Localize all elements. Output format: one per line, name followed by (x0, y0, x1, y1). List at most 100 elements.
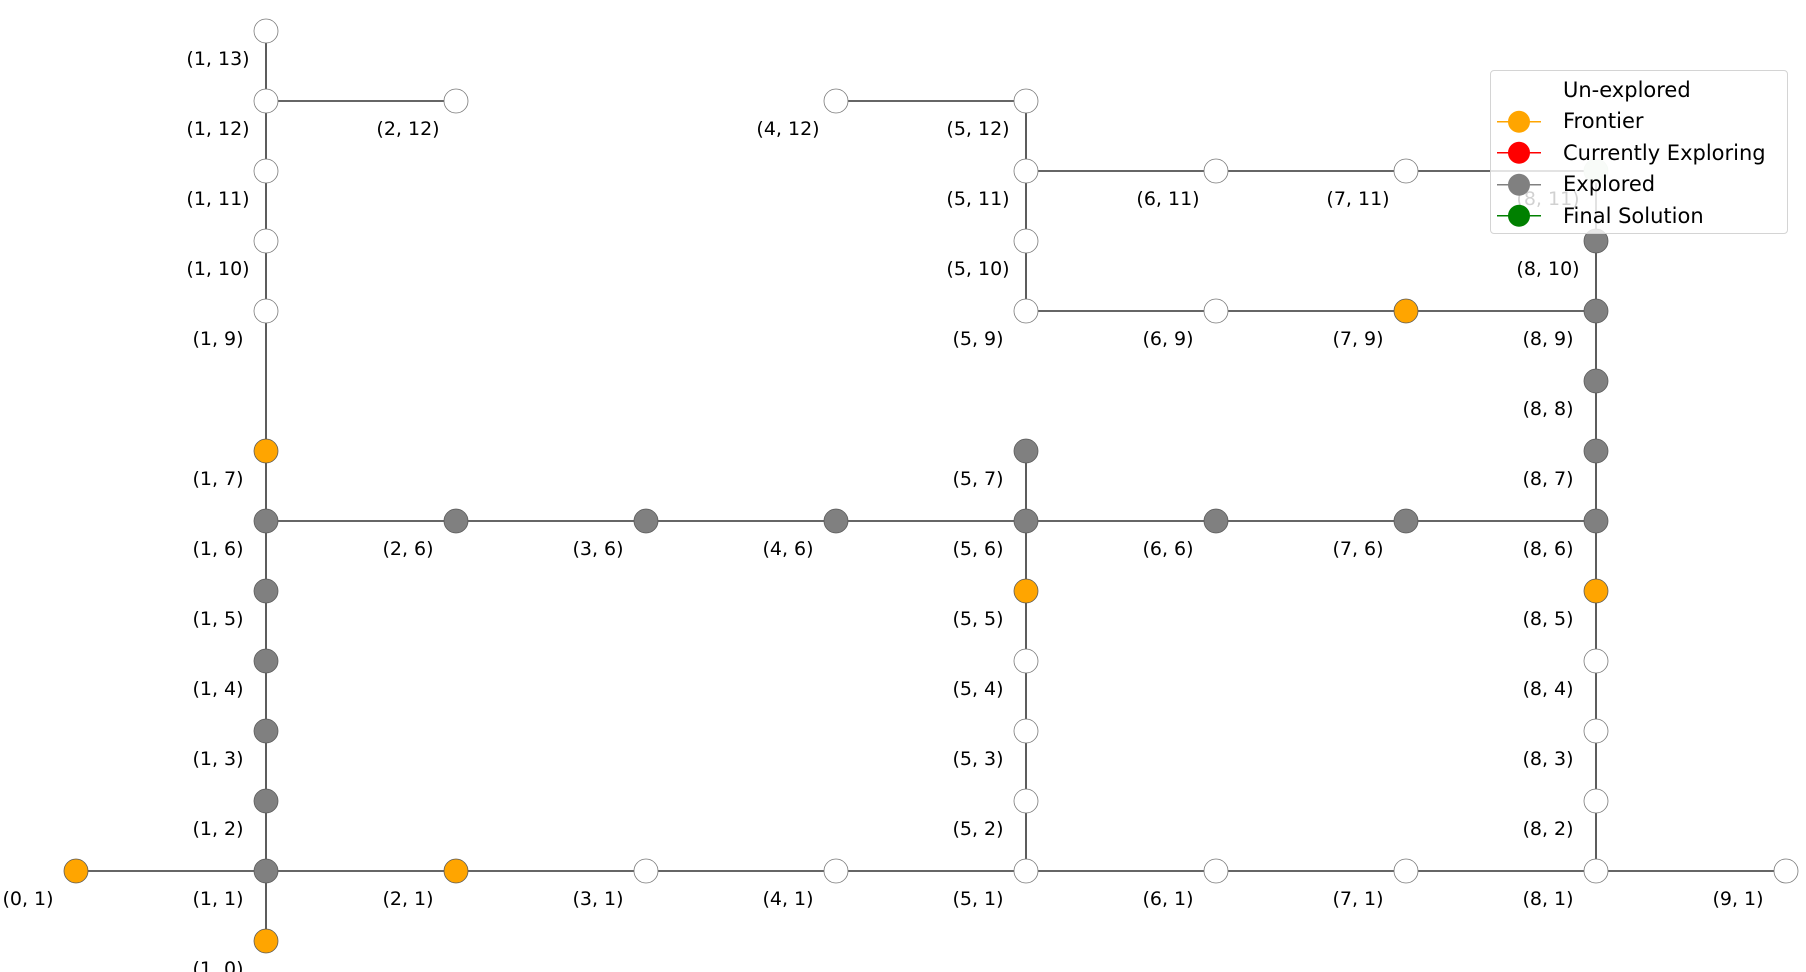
node-label: (2, 1) (382, 888, 433, 910)
node-label: (1, 7) (192, 468, 243, 490)
graph-node (1583, 788, 1609, 814)
graph-node (1203, 158, 1229, 184)
legend-dot (1508, 173, 1530, 196)
graph-node (1013, 788, 1039, 814)
node-label: (5, 9) (952, 328, 1003, 350)
node-label: (1, 2) (192, 818, 243, 840)
node-label: (1, 0) (192, 958, 243, 972)
graph-node (823, 508, 849, 534)
legend-item-final-solution: Final Solution (1491, 200, 1787, 232)
graph-node (443, 88, 469, 114)
node-label: (2, 12) (376, 118, 439, 140)
legend-dot (1508, 110, 1530, 133)
graph-node (63, 858, 89, 884)
node-label: (1, 4) (192, 678, 243, 700)
node-label: (8, 1) (1522, 888, 1573, 910)
legend-item-frontier: Frontier (1491, 106, 1787, 138)
legend-label-currently-exploring: Currently Exploring (1563, 140, 1766, 165)
node-label: (8, 8) (1522, 398, 1573, 420)
graph-node (443, 508, 469, 534)
graph-node (1203, 858, 1229, 884)
node-label: (5, 5) (952, 608, 1003, 630)
graph-node (253, 788, 279, 814)
graph-node (1583, 578, 1609, 604)
node-label: (7, 1) (1332, 888, 1383, 910)
legend-marker-unexplored (1497, 74, 1541, 106)
node-label: (8, 3) (1522, 748, 1573, 770)
graph-node (1393, 858, 1419, 884)
node-label: (1, 13) (186, 48, 249, 70)
graph-node (253, 298, 279, 324)
graph-node (633, 858, 659, 884)
graph-node (253, 18, 279, 44)
node-label: (7, 6) (1332, 538, 1383, 560)
graph-node (1013, 648, 1039, 674)
legend-item-unexplored: Un-explored (1491, 74, 1787, 106)
legend-marker-currently-exploring (1497, 141, 1541, 164)
node-label: (1, 6) (192, 538, 243, 560)
node-label: (8, 5) (1522, 608, 1573, 630)
graph-node (1013, 88, 1039, 114)
graph-node (1013, 508, 1039, 534)
node-label: (9, 1) (1712, 888, 1763, 910)
node-label: (2, 6) (382, 538, 433, 560)
legend-dot (1508, 141, 1530, 164)
node-label: (5, 6) (952, 538, 1003, 560)
node-label: (8, 4) (1522, 678, 1573, 700)
node-label: (1, 11) (186, 188, 249, 210)
graph-node (633, 508, 659, 534)
graph-node (1583, 508, 1609, 534)
node-label: (0, 1) (2, 888, 53, 910)
graph-node (1013, 438, 1039, 464)
graph-node (1013, 298, 1039, 324)
graph-node (1583, 368, 1609, 394)
node-label: (4, 1) (762, 888, 813, 910)
graph-node (1013, 228, 1039, 254)
node-label: (1, 1) (192, 888, 243, 910)
node-label: (8, 7) (1522, 468, 1573, 490)
node-label: (1, 10) (186, 258, 249, 280)
graph-node (1203, 508, 1229, 534)
node-label: (6, 1) (1142, 888, 1193, 910)
legend-label-explored: Explored (1563, 172, 1656, 197)
legend-item-currently-exploring: Currently Exploring (1491, 137, 1787, 169)
graph-node (253, 88, 279, 114)
graph-node (1393, 158, 1419, 184)
graph-node (1013, 718, 1039, 744)
node-label: (5, 10) (946, 258, 1009, 280)
legend-item-explored: Explored (1491, 169, 1787, 201)
graph-node (1583, 298, 1609, 324)
node-label: (1, 12) (186, 118, 249, 140)
graph-node (1583, 718, 1609, 744)
node-label: (8, 2) (1522, 818, 1573, 840)
graph-node (1013, 858, 1039, 884)
graph-node (253, 648, 279, 674)
graph-nodes (63, 18, 1799, 954)
graph-node (1013, 578, 1039, 604)
graph-node (823, 88, 849, 114)
graph-node (443, 858, 469, 884)
graph-node (1583, 438, 1609, 464)
graph-node (253, 508, 279, 534)
node-label: (8, 6) (1522, 538, 1573, 560)
graph-node (1583, 858, 1609, 884)
graph-node (1773, 858, 1799, 884)
legend-marker-explored (1497, 173, 1541, 196)
node-label: (1, 3) (192, 748, 243, 770)
node-label: (8, 9) (1522, 328, 1573, 350)
node-label: (5, 11) (946, 188, 1009, 210)
node-label: (1, 5) (192, 608, 243, 630)
legend-dot (1508, 204, 1530, 227)
graph-node (1203, 298, 1229, 324)
graph-node (253, 438, 279, 464)
legend-marker-frontier (1497, 110, 1541, 133)
node-label: (6, 6) (1142, 538, 1193, 560)
node-label: (5, 7) (952, 468, 1003, 490)
legend-label-final-solution: Final Solution (1563, 203, 1704, 228)
legend-label-frontier: Frontier (1563, 109, 1644, 134)
node-label: (5, 3) (952, 748, 1003, 770)
node-label: (5, 12) (946, 118, 1009, 140)
graph-node (253, 228, 279, 254)
graph-node (1583, 648, 1609, 674)
